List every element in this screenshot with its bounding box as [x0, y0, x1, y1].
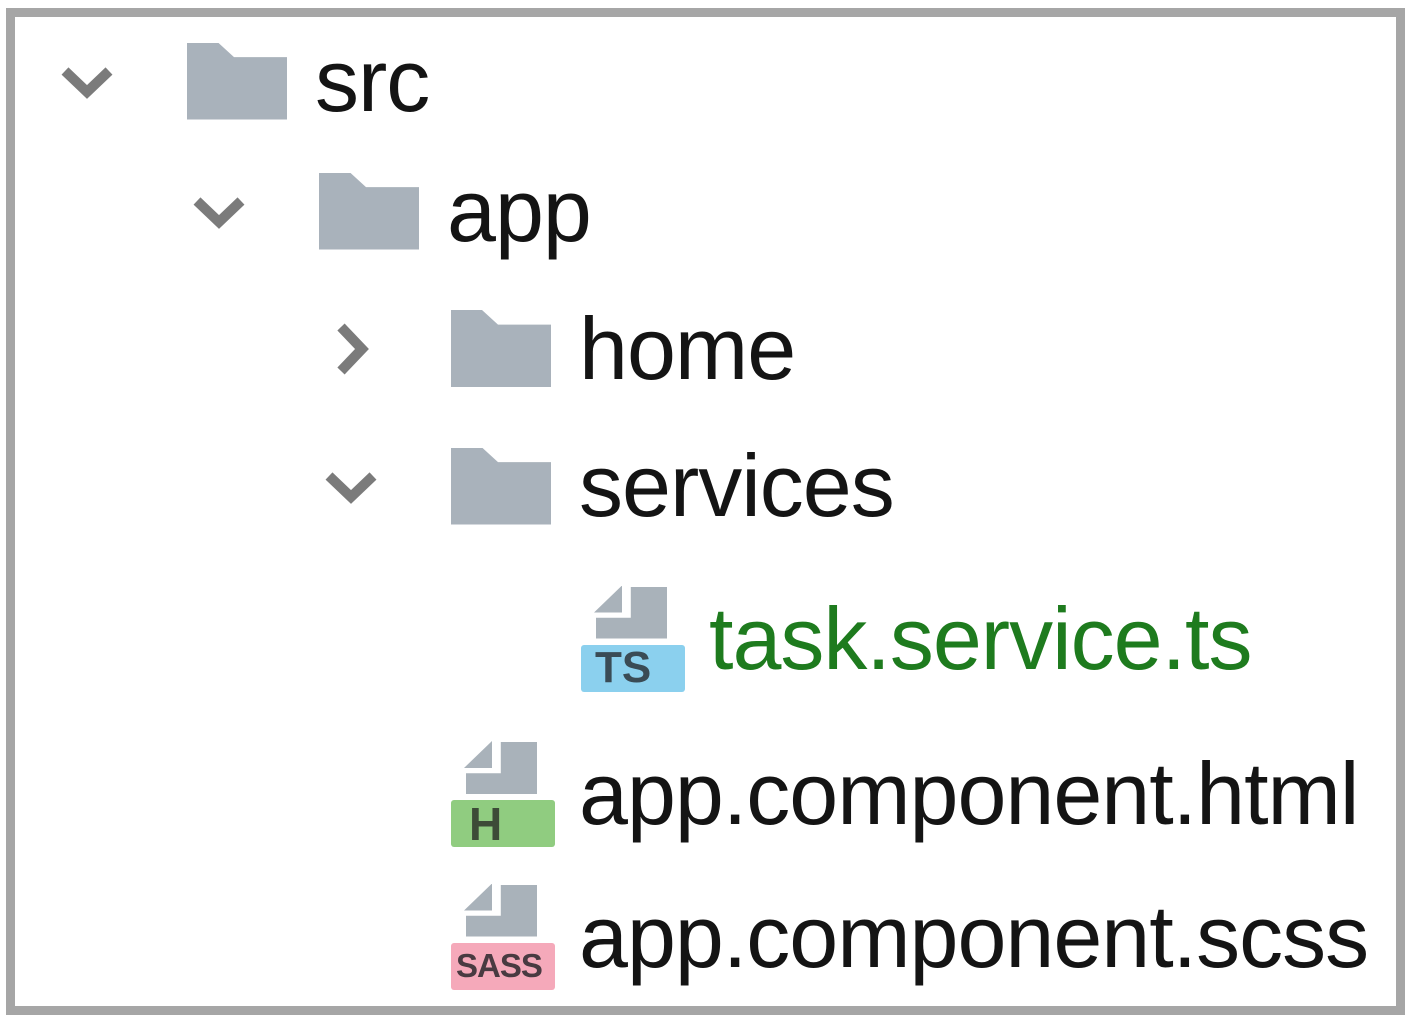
chevron-down-icon[interactable]: [187, 179, 251, 243]
tree-row-file-app-component-html[interactable]: H app.component.html: [15, 721, 1396, 867]
html-file-icon: H: [451, 741, 555, 850]
page-icon: [466, 884, 537, 937]
folder-name: services: [579, 436, 895, 535]
file-explorer-tree: src app home services TS task.service.ts: [6, 8, 1405, 1015]
tree-row-file-task-service-ts[interactable]: TS task.service.ts: [15, 556, 1396, 721]
folder-icon: [319, 172, 419, 250]
file-name: app.component.scss: [579, 886, 1369, 986]
typescript-file-icon: TS: [581, 585, 685, 692]
page-fold-corner-icon: [594, 585, 622, 613]
sass-file-icon: SASS: [451, 883, 555, 990]
page-icon: [596, 586, 667, 639]
page-fold-corner-icon: [464, 741, 492, 768]
tree-row-folder-services[interactable]: services: [15, 416, 1396, 556]
chevron-down-icon[interactable]: [319, 454, 383, 518]
tree-row-folder-src[interactable]: src: [15, 21, 1396, 141]
file-type-badge: TS: [581, 643, 685, 692]
folder-name: app: [447, 161, 592, 260]
file-type-badge: H: [451, 798, 555, 850]
folder-icon: [451, 447, 551, 525]
folder-icon: [451, 310, 551, 387]
chevron-down-icon[interactable]: [55, 49, 119, 113]
folder-name: home: [579, 298, 796, 398]
chevron-right-icon[interactable]: [319, 317, 383, 381]
tree-row-folder-app[interactable]: app: [15, 141, 1396, 281]
folder-name: src: [315, 31, 430, 130]
tree-row-file-app-component-scss[interactable]: SASS app.component.scss: [15, 867, 1396, 1006]
tree-row-folder-home[interactable]: home: [15, 281, 1396, 416]
file-name: app.component.html: [579, 744, 1359, 843]
file-name: task.service.ts: [709, 588, 1252, 688]
file-type-badge: SASS: [451, 942, 555, 990]
page-fold-corner-icon: [464, 883, 492, 911]
page-icon: [466, 742, 537, 794]
folder-icon: [187, 42, 287, 120]
